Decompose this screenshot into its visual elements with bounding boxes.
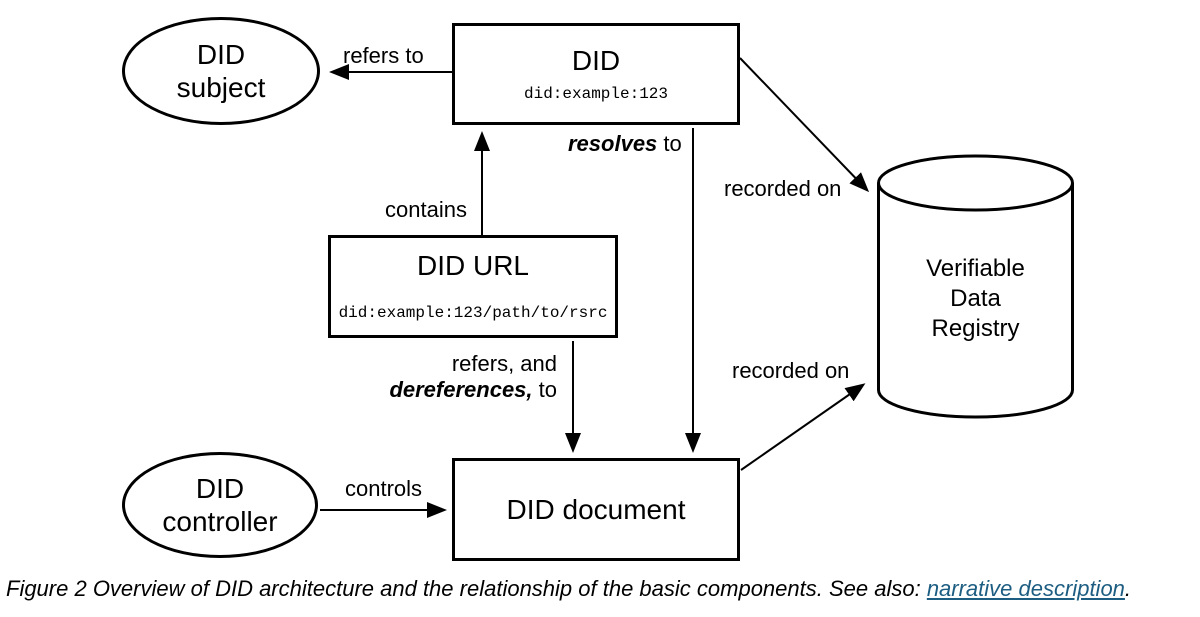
- label-recorded-on-bottom: recorded on: [732, 358, 850, 383]
- verifiable-data-registry-cylinder: [877, 154, 1074, 419]
- node-did: DID did:example:123: [452, 23, 740, 125]
- registry-line1: Verifiable: [926, 255, 1025, 282]
- dereferences-rest: to: [532, 377, 557, 402]
- registry-label: Verifiable Data Registry: [878, 254, 1073, 344]
- registry-line2: Data: [950, 285, 1001, 312]
- resolves-emphasis: resolves: [568, 131, 658, 156]
- dereferences-line: dereferences, to: [357, 377, 557, 403]
- node-did-document: DID document: [452, 458, 740, 561]
- cylinder-top: [877, 154, 1074, 212]
- did-controller-line2: controller: [162, 506, 278, 537]
- caption-suffix: .: [1124, 576, 1132, 601]
- label-controls: controls: [345, 476, 423, 501]
- node-did-controller: DID controller: [122, 452, 318, 558]
- did-example-text: did:example:123: [523, 84, 669, 103]
- node-did-subject: DID subject: [122, 17, 320, 125]
- did-document-title: DID document: [506, 494, 686, 525]
- did-title: DID: [571, 44, 621, 76]
- arrow-recorded-on-top: [739, 57, 870, 193]
- refers-and-line: refers, and: [451, 351, 557, 376]
- did-subject-line1: DID: [196, 39, 246, 70]
- figure-caption: Figure 2 Overview of DID architecture an…: [6, 576, 1200, 602]
- registry-line3: Registry: [931, 315, 1020, 342]
- label-refers-and-dereferences-to: refers, and dereferences, to: [357, 351, 557, 403]
- did-url-title: DID URL: [416, 250, 529, 281]
- label-contains: contains: [385, 197, 467, 222]
- did-controller-line1: DID: [195, 473, 245, 504]
- resolves-rest: to: [657, 131, 682, 156]
- arrow-recorded-on-bottom: [740, 383, 866, 471]
- did-url-example-text: did:example:123/path/to/rsrc: [338, 304, 608, 322]
- label-refers-to: refers to: [343, 43, 424, 68]
- label-recorded-on-top: recorded on: [724, 176, 842, 201]
- narrative-description-link[interactable]: narrative description: [926, 576, 1125, 601]
- caption-text: Figure 2 Overview of DID architecture an…: [6, 576, 927, 601]
- label-resolves-to: resolves to: [568, 132, 682, 156]
- dereferences-emphasis: dereferences,: [389, 377, 533, 402]
- node-did-url: DID URL did:example:123/path/to/rsrc: [328, 235, 618, 338]
- cylinder-body: [877, 183, 1074, 419]
- did-subject-line2: subject: [176, 72, 266, 103]
